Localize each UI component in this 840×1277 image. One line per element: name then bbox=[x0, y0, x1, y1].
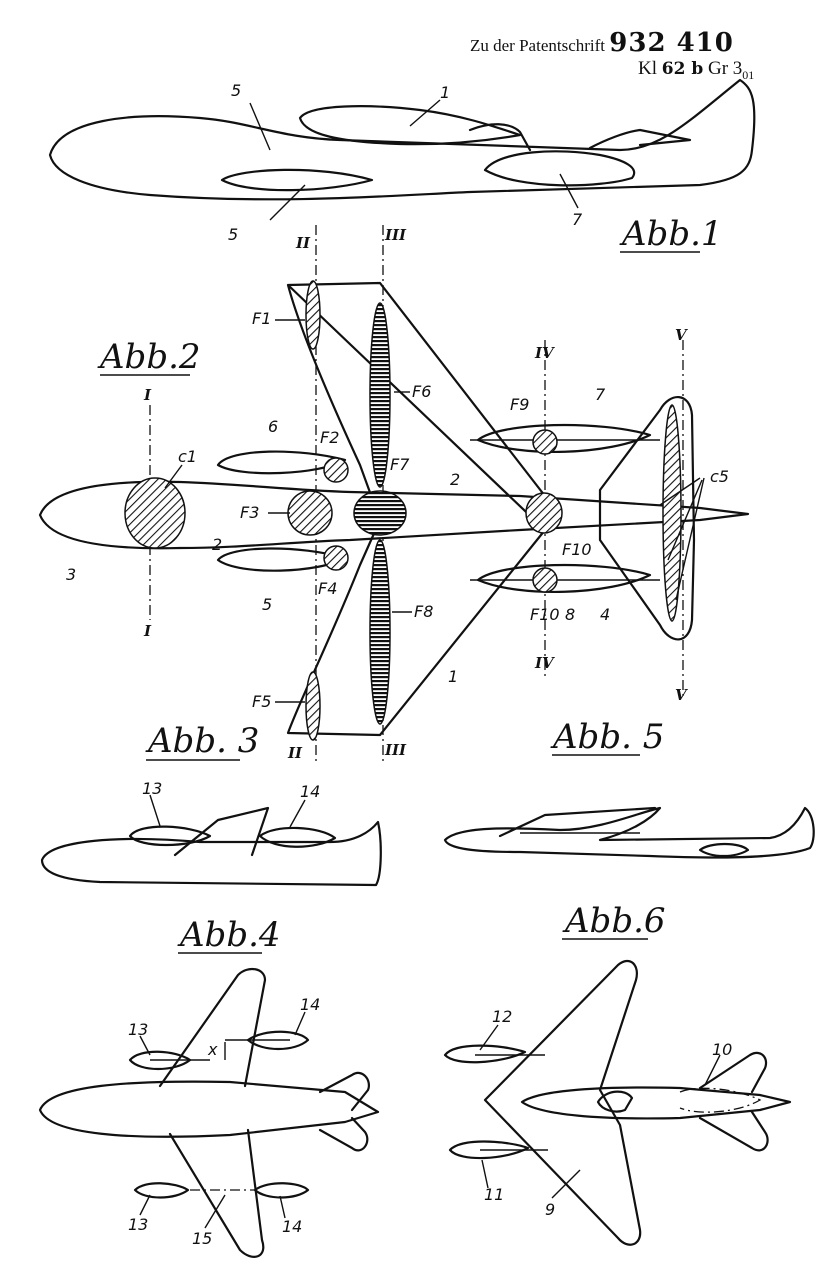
label-F10-b: F10 bbox=[530, 605, 560, 624]
title-abb2: Abb.2 bbox=[97, 337, 201, 377]
label-abb6-12: 12 bbox=[492, 1007, 512, 1026]
label-abb2-2-a: 2 bbox=[212, 535, 222, 554]
patent-header-line1: Zu der Patentschrift 932 410 bbox=[470, 28, 734, 58]
label-F7: F7 bbox=[390, 455, 410, 474]
label-F8: F8 bbox=[414, 602, 433, 621]
section-IV-bottom: IV bbox=[534, 654, 555, 672]
label-abb4-13-top: 13 bbox=[128, 1020, 148, 1039]
title-abb4: Abb.4 bbox=[177, 915, 281, 955]
figure-abb6: Abb.6 12 10 11 9 bbox=[443, 901, 792, 1246]
label-F2: F2 bbox=[320, 428, 339, 447]
title-abb1: Abb.1 bbox=[619, 214, 723, 254]
class-kl: Kl bbox=[638, 58, 657, 79]
figure-abb4: Abb.4 x 13 14 13 14 15 bbox=[38, 915, 380, 1258]
label-abb2-2-b: 2 bbox=[450, 470, 460, 489]
figure-abb1: 5 1 5 7 Abb.1 bbox=[48, 78, 756, 254]
class-code: 62 b bbox=[661, 59, 704, 79]
section-I-bottom: I bbox=[143, 622, 152, 640]
label-abb1-2: 5 bbox=[231, 81, 241, 100]
patent-header-line2: Kl 62 b Gr 301 bbox=[638, 58, 754, 83]
section-III-bottom: III bbox=[384, 741, 407, 759]
label-abb6-9: 9 bbox=[545, 1200, 555, 1219]
figure-abb5: Abb. 5 bbox=[443, 717, 815, 859]
label-abb6-11: 11 bbox=[484, 1185, 504, 1204]
label-F3: F3 bbox=[240, 503, 259, 522]
label-abb4-13-bottom: 13 bbox=[128, 1215, 148, 1234]
patent-number: 932 410 bbox=[609, 28, 734, 58]
label-abb6-10: 10 bbox=[712, 1040, 732, 1059]
title-abb5: Abb. 5 bbox=[550, 717, 664, 757]
label-abb2-8: 8 bbox=[565, 605, 575, 624]
label-F1: F1 bbox=[252, 309, 271, 328]
label-abb1-1: 1 bbox=[440, 83, 450, 102]
group-gr: Gr 3 bbox=[707, 58, 743, 79]
label-abb1-5: 5 bbox=[228, 225, 238, 244]
figure-abb3: Abb. 3 13 14 bbox=[40, 721, 382, 887]
group-sub: 01 bbox=[742, 67, 755, 82]
section-III-top: III bbox=[384, 226, 407, 244]
section-IV-top: IV bbox=[534, 344, 555, 362]
label-abb2-3: 3 bbox=[66, 565, 76, 584]
label-F5: F5 bbox=[252, 692, 271, 711]
label-abb4-14-top: 14 bbox=[300, 995, 320, 1014]
label-c5: c5 bbox=[710, 467, 729, 486]
label-abb2-5: 5 bbox=[262, 595, 272, 614]
label-F6: F6 bbox=[412, 382, 431, 401]
label-abb1-7: 7 bbox=[572, 210, 583, 229]
section-II-top: II bbox=[295, 234, 311, 252]
label-F4: F4 bbox=[318, 579, 337, 598]
label-c1: c1 bbox=[178, 447, 197, 466]
label-abb4-x: x bbox=[207, 1040, 218, 1059]
label-abb2-1: 1 bbox=[448, 667, 458, 686]
section-I-top: I bbox=[143, 386, 152, 404]
label-abb4-15: 15 bbox=[192, 1229, 212, 1248]
label-abb4-14-bottom: 14 bbox=[282, 1217, 302, 1236]
label-F10-a: F10 bbox=[562, 540, 592, 559]
title-abb3: Abb. 3 bbox=[145, 721, 259, 761]
figure-abb2: Abb.2 I I II II III III IV IV V V bbox=[38, 225, 750, 765]
label-abb2-4: 4 bbox=[600, 605, 610, 624]
section-II-bottom: II bbox=[287, 744, 303, 762]
label-abb2-7: 7 bbox=[595, 385, 606, 404]
label-abb2-6: 6 bbox=[268, 417, 278, 436]
label-abb3-13: 13 bbox=[142, 779, 162, 798]
section-V-bottom: V bbox=[675, 686, 688, 704]
label-F9: F9 bbox=[510, 395, 529, 414]
section-V-top: V bbox=[675, 326, 688, 344]
patent-prefix: Zu der Patentschrift bbox=[470, 36, 606, 55]
label-abb3-14: 14 bbox=[300, 782, 320, 801]
title-abb6: Abb.6 bbox=[562, 901, 666, 941]
